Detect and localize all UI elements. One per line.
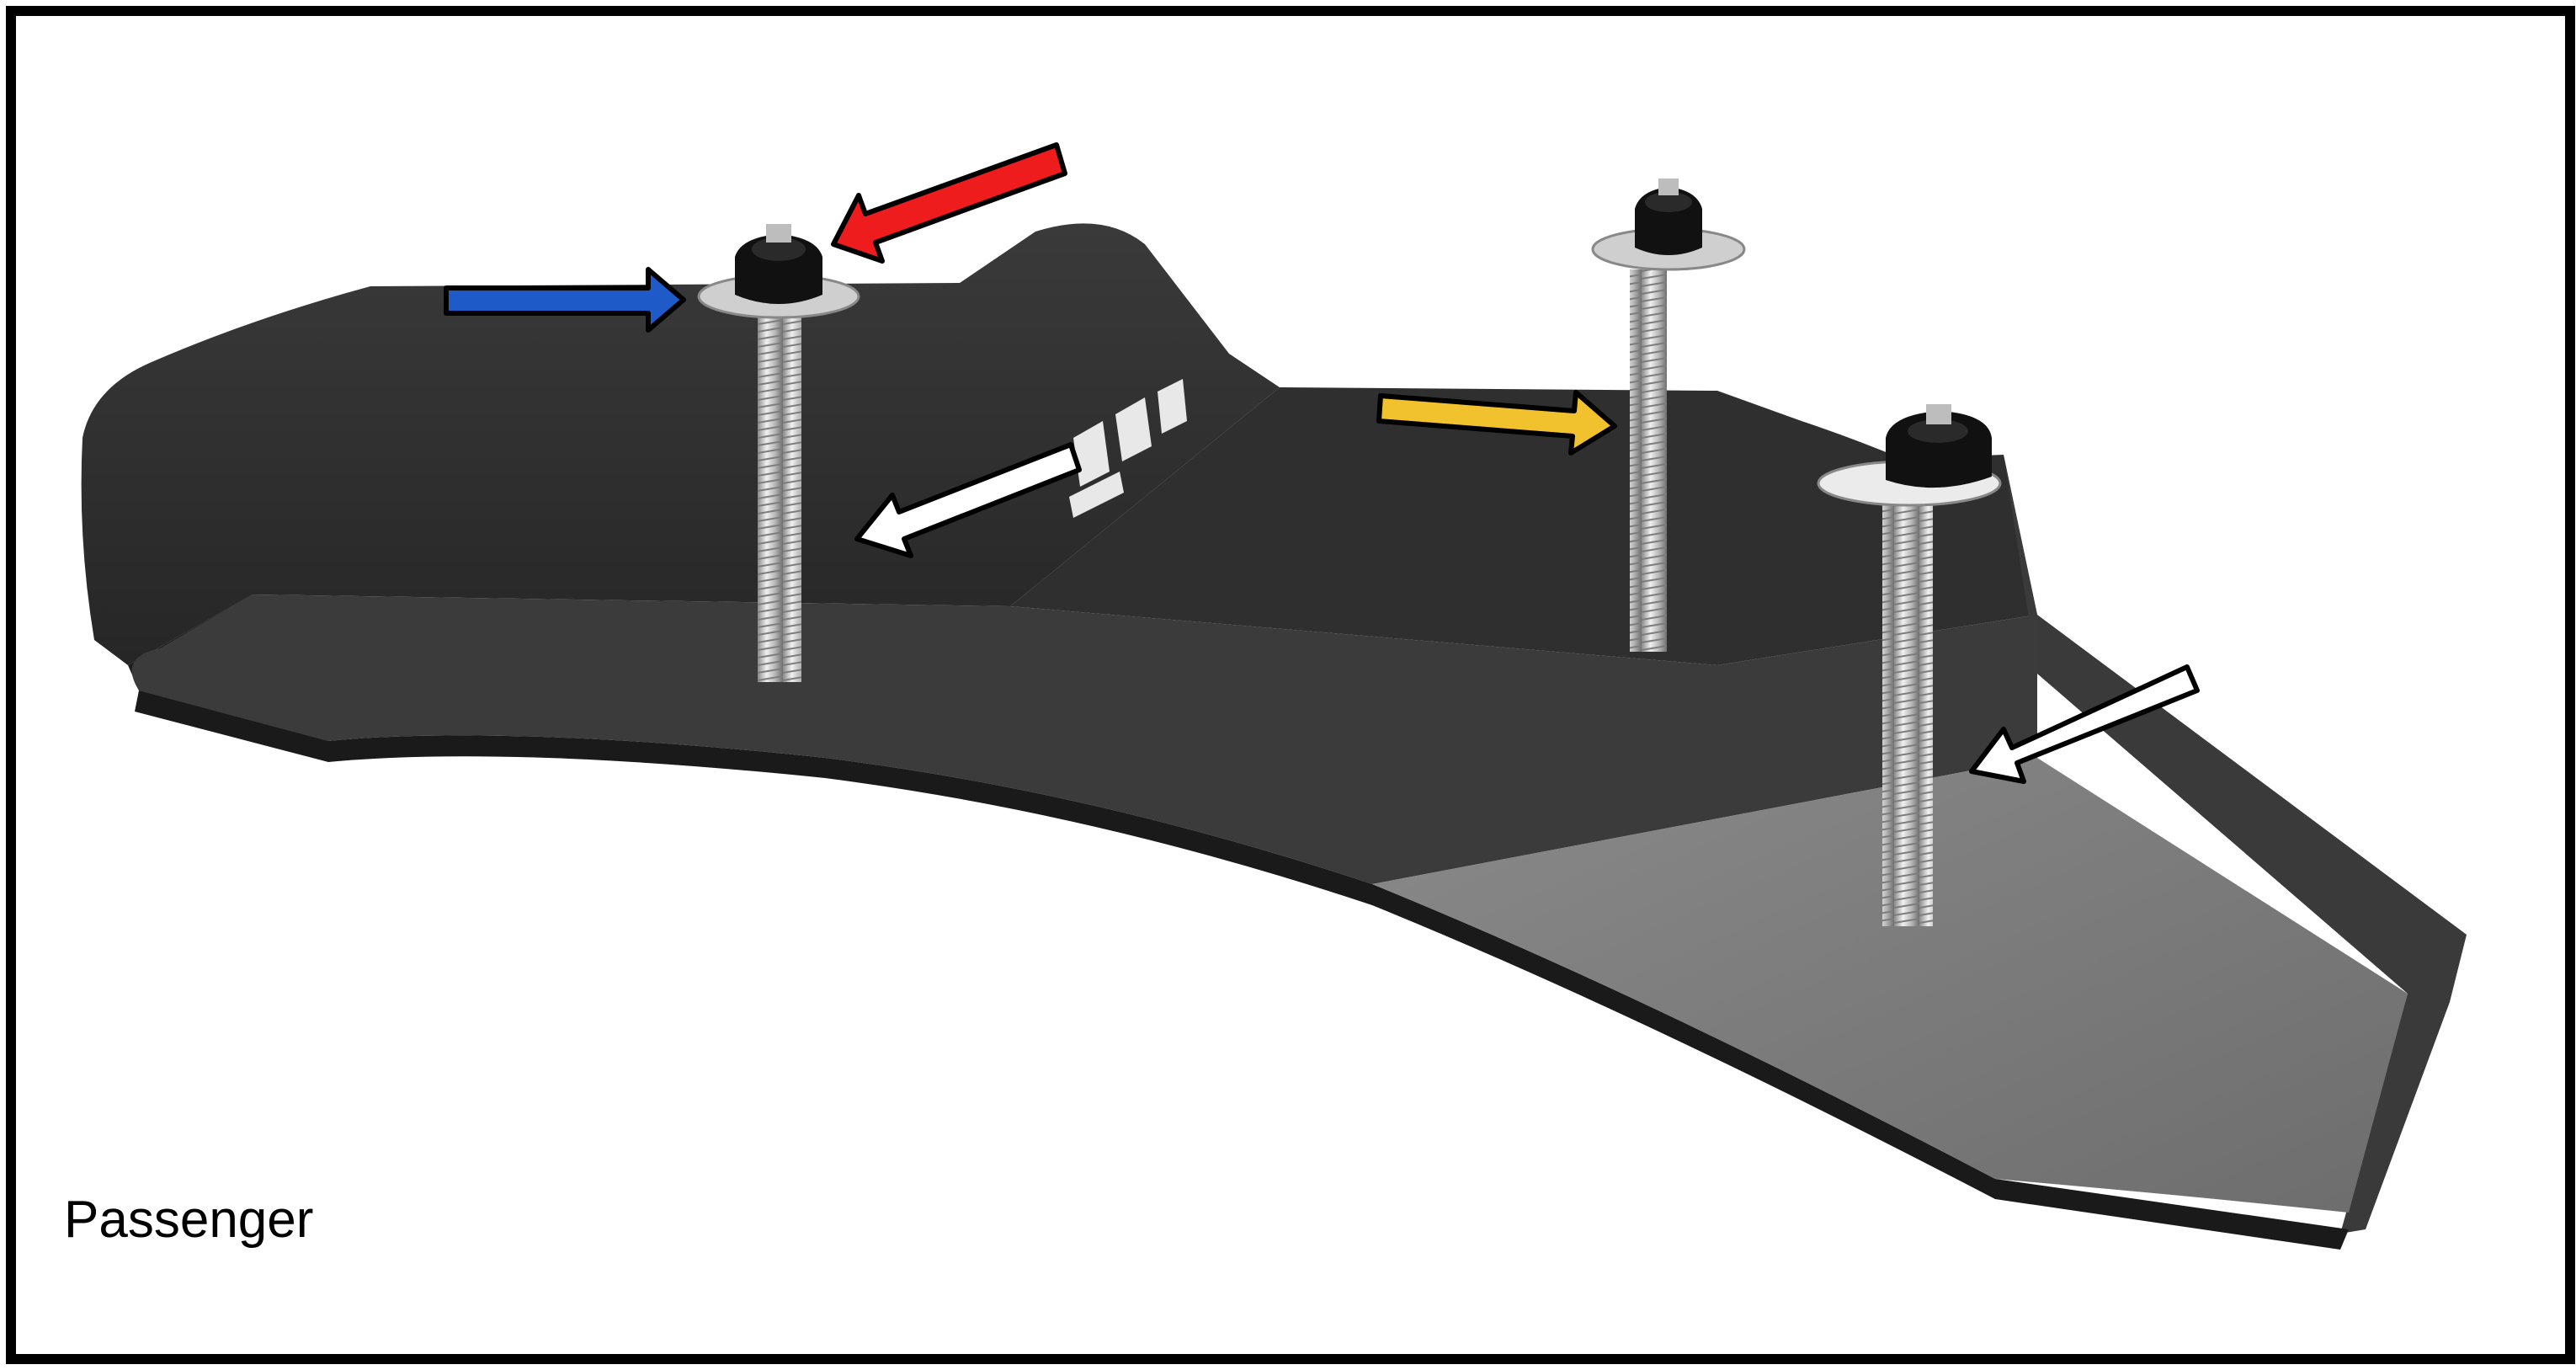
floor-dark: [131, 594, 2037, 884]
arrow-icon: [831, 142, 1067, 264]
bolt-icon: [1630, 269, 1667, 652]
frame-border: [6, 6, 2575, 1364]
arrow-yellow: [1376, 390, 1617, 456]
arrow-icon: [1969, 664, 2200, 784]
bolt-1: [697, 224, 860, 682]
arrow-white-1: [854, 442, 1082, 558]
bolt-2: [1591, 179, 1746, 652]
bolt-icon: [1882, 505, 1933, 926]
bolt-icon: [758, 312, 801, 682]
right-wall: [2004, 455, 2467, 1234]
floor-light: [1372, 758, 2408, 1213]
floor-edge: [135, 690, 2349, 1250]
bolt-3: [1817, 404, 2002, 926]
arrow-white-2: [1969, 664, 2200, 784]
arrow-blue: [444, 267, 686, 333]
skid-plate: [81, 223, 2467, 1250]
vent-slots: [1069, 379, 1187, 518]
left-wall: [81, 223, 1280, 665]
back-wall: [1010, 387, 2037, 665]
arrow-icon: [1376, 390, 1617, 456]
arrow-icon: [444, 267, 686, 333]
arrow-icon: [854, 442, 1082, 558]
side-label: Passenger: [64, 1191, 314, 1249]
arrow-red: [831, 142, 1067, 264]
